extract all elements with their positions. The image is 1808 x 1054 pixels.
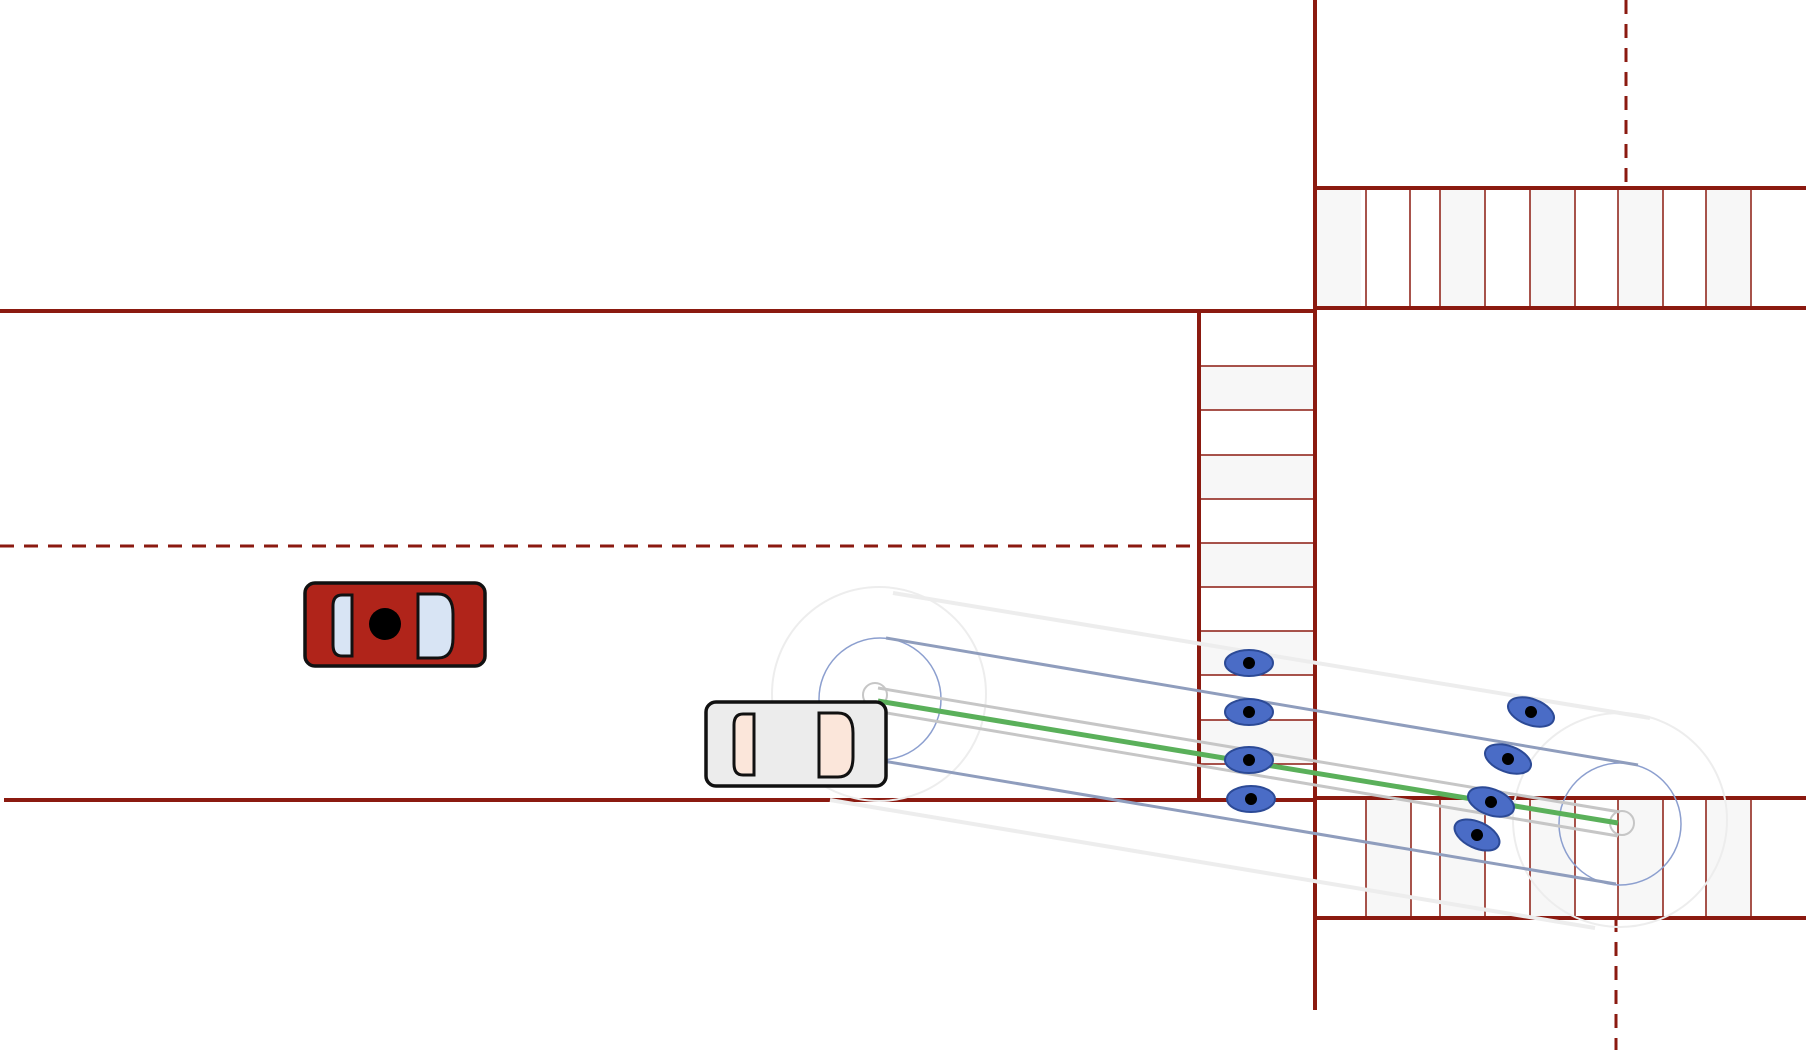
crosswalk-bottom	[1365, 800, 1752, 918]
pedestrian-head	[1245, 793, 1257, 805]
crosswalk-stripe	[1530, 800, 1575, 918]
pedestrian-head	[1243, 657, 1255, 669]
crosswalk-stripe	[1618, 800, 1663, 918]
red-car-driver-dot	[369, 608, 401, 640]
crosswalk-stripe	[1530, 190, 1575, 308]
crosswalk-stripe	[1440, 190, 1485, 308]
pedestrians	[1224, 649, 1555, 852]
pedestrian	[1224, 698, 1274, 726]
crosswalk-stripe	[1706, 800, 1751, 918]
crosswalk-stripe	[1199, 366, 1315, 410]
pedestrian-head	[1502, 753, 1514, 765]
crosswalk-top	[1316, 190, 1752, 308]
crosswalk-stripe	[1199, 543, 1315, 587]
crosswalk-stripe	[1316, 190, 1361, 308]
pedestrian	[1224, 746, 1274, 774]
red-car	[303, 581, 487, 668]
pedestrian-head	[1471, 829, 1483, 841]
ego-car-front-window	[817, 711, 855, 779]
crosswalk-stripe	[1366, 800, 1411, 918]
crosswalk-stripe	[1199, 455, 1315, 499]
red-car-rear-window	[331, 593, 354, 658]
pedestrian-head	[1243, 706, 1255, 718]
pedestrian-head	[1485, 796, 1497, 808]
red-car-front-window	[416, 592, 455, 660]
pedestrian	[1453, 818, 1501, 852]
pedestrian-head	[1525, 706, 1537, 718]
crosswalk-stripe	[1706, 190, 1751, 308]
start-outer-circle	[771, 586, 987, 802]
pedestrian	[1484, 743, 1532, 775]
pedestrian-head	[1243, 754, 1255, 766]
pedestrian	[1224, 649, 1274, 677]
crosswalk-stripe	[1618, 190, 1663, 308]
pedestrian	[1226, 785, 1276, 813]
ego-car-rear-window	[732, 712, 756, 777]
ego-car	[704, 700, 888, 788]
pedestrian	[1507, 696, 1555, 728]
faint-boundary-lower	[829, 798, 1596, 930]
blue-boundary-lower	[882, 759, 1617, 886]
pedestrian	[1467, 786, 1515, 818]
